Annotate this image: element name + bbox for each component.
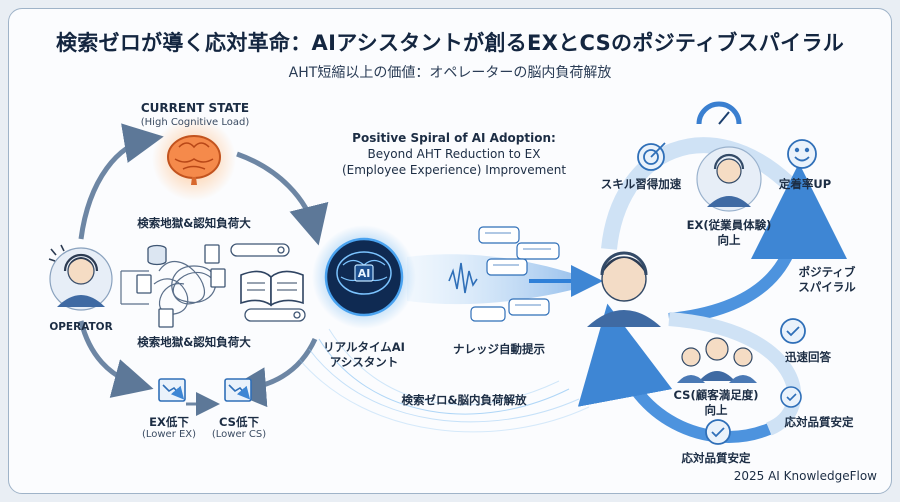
footer-credit: 2025 AI KnowledgeFlow bbox=[733, 469, 877, 483]
overloaded-brain-icon bbox=[167, 135, 221, 185]
search-hell-label-bottom: 検索地獄&認知負荷大 bbox=[137, 335, 251, 349]
customers-icon bbox=[677, 337, 757, 383]
ai-assistant-label-line2: アシスタント bbox=[329, 355, 399, 369]
skill-label: スキル習得加速 bbox=[600, 177, 682, 191]
spiral-heading-line3: (Employee Experience) Improvement bbox=[341, 163, 567, 177]
ex-down-sublabel: (Lower EX) bbox=[141, 429, 197, 440]
cs-up-label-line1: CS(顧客満足度) bbox=[673, 388, 759, 402]
open-book-icon bbox=[240, 270, 304, 307]
target-icon bbox=[637, 142, 666, 171]
database-icon bbox=[147, 244, 167, 266]
knowledge-flow-beam bbox=[407, 254, 584, 305]
search-hell-label-top: 検索地獄&認知負荷大 bbox=[137, 216, 251, 230]
search-tangle-cluster bbox=[120, 261, 217, 315]
page-subtitle: AHT短縮以上の価値：オペレーターの脳内負荷解放 bbox=[288, 65, 612, 81]
stopwatch-check-icon bbox=[780, 386, 802, 408]
fast-reply-check-icon bbox=[780, 318, 806, 344]
chat-bubble-icons bbox=[470, 226, 560, 322]
spiral-heading-line2: Beyond AHT Reduction to EX bbox=[367, 147, 541, 161]
positive-spiral-arrow-lower bbox=[577, 303, 772, 443]
cycle-arrow-lower-left bbox=[78, 320, 154, 398]
operator-label: OPERATOR bbox=[49, 321, 113, 333]
diagram-artwork bbox=[48, 101, 847, 445]
stressed-operator-icon bbox=[48, 244, 113, 311]
spiral-heading-line1: Positive Spiral of AI Adoption: bbox=[352, 131, 556, 145]
positive-spiral-upper bbox=[601, 137, 795, 250]
ai-brain-icon bbox=[324, 237, 404, 317]
cs-down-chart-icon bbox=[224, 378, 252, 402]
knowledge-label: ナレッジ自動提示 bbox=[453, 342, 545, 356]
sound-wave bbox=[448, 262, 478, 294]
search-bar-icons bbox=[230, 243, 306, 322]
ai-assistant-label-line1: リアルタイムAI bbox=[323, 340, 405, 354]
spiral-label-line1: ポジティブ bbox=[798, 265, 856, 279]
ex-down-chart-icon bbox=[158, 378, 186, 402]
positive-spiral-lower-band bbox=[668, 312, 802, 436]
quality-label-bottom: 応対品質安定 bbox=[681, 451, 751, 465]
current-state-title: CURRENT STATE bbox=[140, 101, 250, 115]
spiral-label-line2: スパイラル bbox=[798, 280, 856, 294]
cycle-arrow-upper-left bbox=[78, 123, 164, 240]
ex-up-label-line1: EX(従業員体験) bbox=[686, 218, 772, 232]
infographic-frame: 検索ゼロが導く応対革命：AIアシスタントが創るEXとCSのポジティブスパイラル … bbox=[8, 8, 892, 494]
ex-down-label: EX低下 bbox=[149, 415, 189, 429]
ai-chip-label: AI bbox=[357, 267, 371, 280]
page-title: 検索ゼロが導く応対革命：AIアシスタントが創るEXとCSのポジティブスパイラル bbox=[55, 31, 845, 55]
current-state-subtitle: (High Cognitive Load) bbox=[140, 117, 250, 128]
retention-label: 定着率UP bbox=[778, 177, 832, 191]
cs-up-label-line2: 向上 bbox=[704, 403, 728, 417]
gauge-icon bbox=[696, 101, 742, 125]
positive-spiral-arrow-up bbox=[668, 163, 847, 325]
calm-operator-icon bbox=[587, 251, 661, 327]
light-swirl-arcs bbox=[298, 328, 590, 433]
cs-down-sublabel: (Lower CS) bbox=[211, 429, 267, 440]
cs-down-label: CS低下 bbox=[219, 415, 259, 429]
document-icons bbox=[136, 244, 226, 328]
happy-operator-icon bbox=[696, 146, 762, 212]
ex-up-label-line2: 向上 bbox=[717, 233, 741, 247]
cycle-arrow-upper-right bbox=[236, 151, 329, 246]
release-label: 検索ゼロ&脳内負荷解放 bbox=[401, 393, 527, 407]
fast-reply-label: 迅速回答 bbox=[785, 350, 831, 364]
quality-label-right: 応対品質安定 bbox=[784, 415, 854, 429]
smiley-icon bbox=[787, 139, 817, 169]
quality-check-icon bbox=[705, 419, 731, 445]
